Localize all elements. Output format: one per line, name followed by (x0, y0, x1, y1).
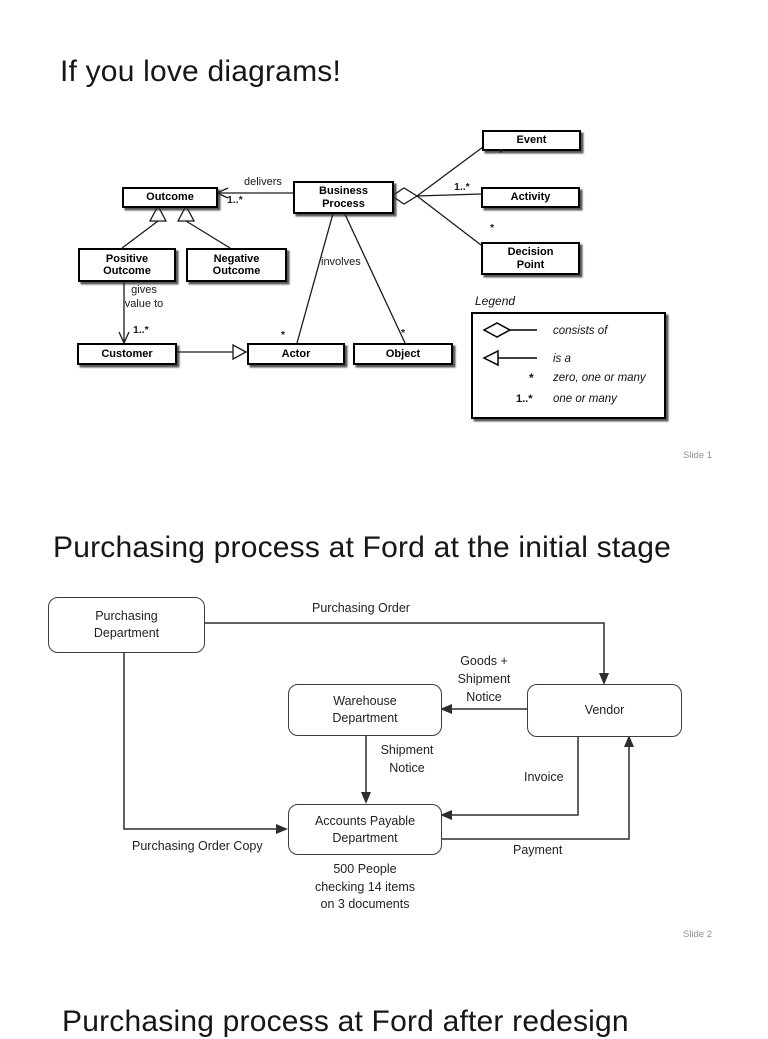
positive-outcome-gen-line (121, 220, 159, 249)
uml-node-actor: Actor (247, 343, 345, 365)
flow-label-purchasing-order: Purchasing Order (312, 601, 410, 615)
slide3-title: Purchasing process at Ford after redesig… (62, 1005, 629, 1038)
slide2-caption: Slide 2 (683, 929, 713, 940)
arrowhead-icon (440, 704, 452, 714)
payment-line (440, 740, 630, 840)
flow-node-warehouse-department: Warehouse Department (288, 684, 442, 736)
uml-node-object: Object (353, 343, 453, 365)
slide2-title: Purchasing process at Ford at the initia… (53, 531, 672, 564)
legend-label-is-a: is a (553, 353, 571, 365)
uml-node-outcome: Outcome (122, 187, 218, 208)
uml-edge-label-involves: involves (321, 256, 361, 268)
uml-node-activity: Activity (481, 187, 580, 208)
slide1-caption: Slide 1 (683, 450, 713, 461)
uml-mult-decision: * (490, 222, 495, 234)
legend-title: Legend (475, 294, 516, 308)
legend-label-consists-of: consists of (553, 325, 608, 337)
flow-label-po-copy: Purchasing Order Copy (132, 839, 263, 853)
flow-label-goods-shipment-notice: Goods + Shipment Notice (457, 654, 511, 704)
composition-diamond-icon (390, 187, 419, 205)
flow-note-500-people: 500 People checking 14 items on 3 docume… (314, 862, 416, 911)
uml-mult-customer: 1..* (133, 324, 149, 336)
legend-symbol-star: * (529, 371, 534, 385)
purchasing-order-line (203, 622, 605, 680)
generalization-triangle-icon (176, 204, 196, 222)
uml-mult-event: * (499, 147, 504, 159)
invoice-line (445, 735, 579, 816)
negative-outcome-gen-line (185, 220, 231, 249)
uml-mult-object: * (401, 327, 406, 339)
uml-mult-activity: 1..* (454, 181, 470, 193)
bp-decision-line (416, 195, 482, 246)
uml-mult-delivers: 1..* (227, 194, 243, 206)
arrowhead-icon (361, 792, 371, 804)
legend-label-zero-one-many: zero, one or many (553, 372, 646, 384)
uml-node-event: Event (482, 130, 581, 151)
uml-connectors (118, 146, 484, 361)
flow-label-shipment-notice: Shipment Notice (380, 743, 434, 775)
involves-object-line (342, 209, 406, 344)
arrowhead-icon (624, 735, 634, 747)
bp-event-line (416, 146, 484, 197)
uml-node-business-process: Business Process (293, 181, 394, 214)
consists-of-diamond-icon (482, 322, 537, 338)
uml-node-decision-point: Decision Point (481, 242, 580, 275)
generalization-triangle-icon (148, 204, 168, 222)
flow-connectors (123, 622, 634, 840)
uml-edge-label-delivers: delivers (244, 176, 282, 188)
uml-mult-actor: * (281, 329, 286, 341)
flow-label-invoice: Invoice (524, 770, 564, 784)
slide1-title: If you love diagrams! (60, 55, 341, 88)
uml-node-customer: Customer (77, 343, 177, 365)
uml-node-negative-outcome: Negative Outcome (186, 248, 287, 282)
bp-activity-line (416, 193, 482, 197)
flow-node-accounts-payable: Accounts Payable Department (288, 804, 442, 855)
arrowhead-icon (440, 810, 452, 820)
po-copy-line (123, 651, 283, 830)
arrowhead-icon (276, 824, 288, 834)
is-a-triangle-icon (482, 349, 537, 367)
flow-node-purchasing-department: Purchasing Department (48, 597, 205, 653)
flow-label-payment: Payment (513, 843, 563, 857)
legend-symbol-one-many: 1..* (516, 393, 533, 405)
involves-actor-line (296, 209, 335, 344)
legend-label-one-many: one or many (553, 393, 617, 405)
uml-edge-label-gives-value: gives value to (124, 284, 164, 310)
uml-node-positive-outcome: Positive Outcome (78, 248, 176, 282)
generalization-triangle-icon (232, 343, 248, 361)
flow-node-vendor: Vendor (527, 684, 682, 737)
arrowhead-icon (599, 673, 609, 685)
